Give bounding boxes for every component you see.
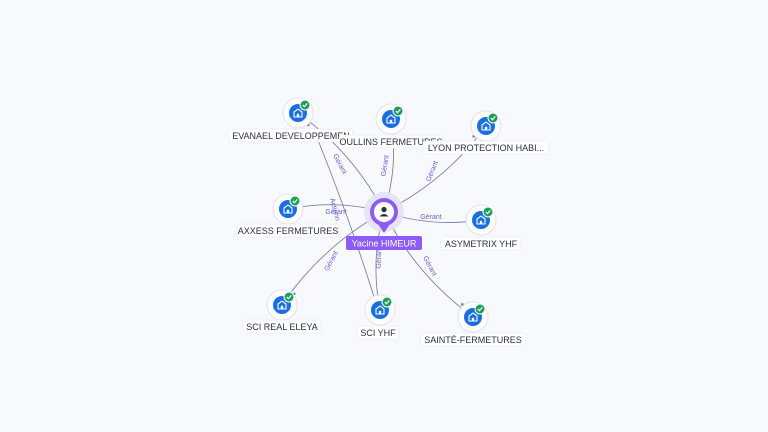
- edge-label-asymetrix: Gérant: [420, 214, 441, 221]
- company-node-lyon[interactable]: LYON PROTECTION HABI...: [422, 110, 550, 155]
- company-node-sciyhf[interactable]: SCI YHF: [356, 294, 400, 340]
- company-label: EVANAEL DEVELOPPEMEN: [232, 131, 350, 141]
- verified-check-icon: [289, 195, 301, 207]
- person-node[interactable]: Yacine HIMEUR: [346, 192, 422, 250]
- edge-label-sainte: Gérant: [421, 255, 437, 277]
- company-node-oullins[interactable]: OULLINS FERMETURES: [338, 103, 444, 149]
- edge-arrow: [460, 303, 464, 306]
- edge-actionn: [317, 139, 376, 301]
- verified-check-icon: [381, 296, 393, 308]
- edge-label-sciyhf: Gérant: [376, 247, 384, 269]
- company-node-asymetrix[interactable]: ASYMETRIX YHF: [440, 204, 522, 251]
- edge-label-evanael: Gérant: [331, 153, 347, 175]
- verified-check-icon: [392, 105, 404, 117]
- company-label: SAINTÉ-FERMETURES: [424, 335, 522, 345]
- edge-label-oullins: Gérant: [381, 155, 391, 177]
- company-label: OULLINS FERMETURES: [339, 137, 442, 147]
- person-icon: [379, 206, 389, 217]
- company-label: SCI YHF: [360, 328, 396, 338]
- company-node-evanael[interactable]: EVANAEL DEVELOPPEMEN: [228, 97, 354, 143]
- company-node-axxess[interactable]: AXXESS FERMETURES: [236, 193, 340, 238]
- verified-check-icon: [474, 303, 486, 315]
- verified-check-icon: [482, 206, 494, 218]
- edge-label-lyon: Gérant: [425, 160, 440, 183]
- verified-check-icon: [283, 291, 295, 303]
- verified-check-icon: [299, 99, 311, 111]
- edge-label-axxess: Gérant: [325, 209, 346, 216]
- company-node-scireal[interactable]: SCI REAL ELEYA: [242, 289, 322, 334]
- person-label: Yacine HIMEUR: [352, 239, 417, 249]
- verified-check-icon: [487, 112, 499, 124]
- company-label: SCI REAL ELEYA: [246, 322, 318, 332]
- person-label-bg: [346, 236, 422, 250]
- company-label: AXXESS FERMETURES: [238, 226, 339, 236]
- company-label: ASYMETRIX YHF: [445, 239, 518, 249]
- company-node-sainte[interactable]: SAINTÉ-FERMETURES: [419, 301, 527, 347]
- company-label: LYON PROTECTION HABI...: [428, 143, 544, 153]
